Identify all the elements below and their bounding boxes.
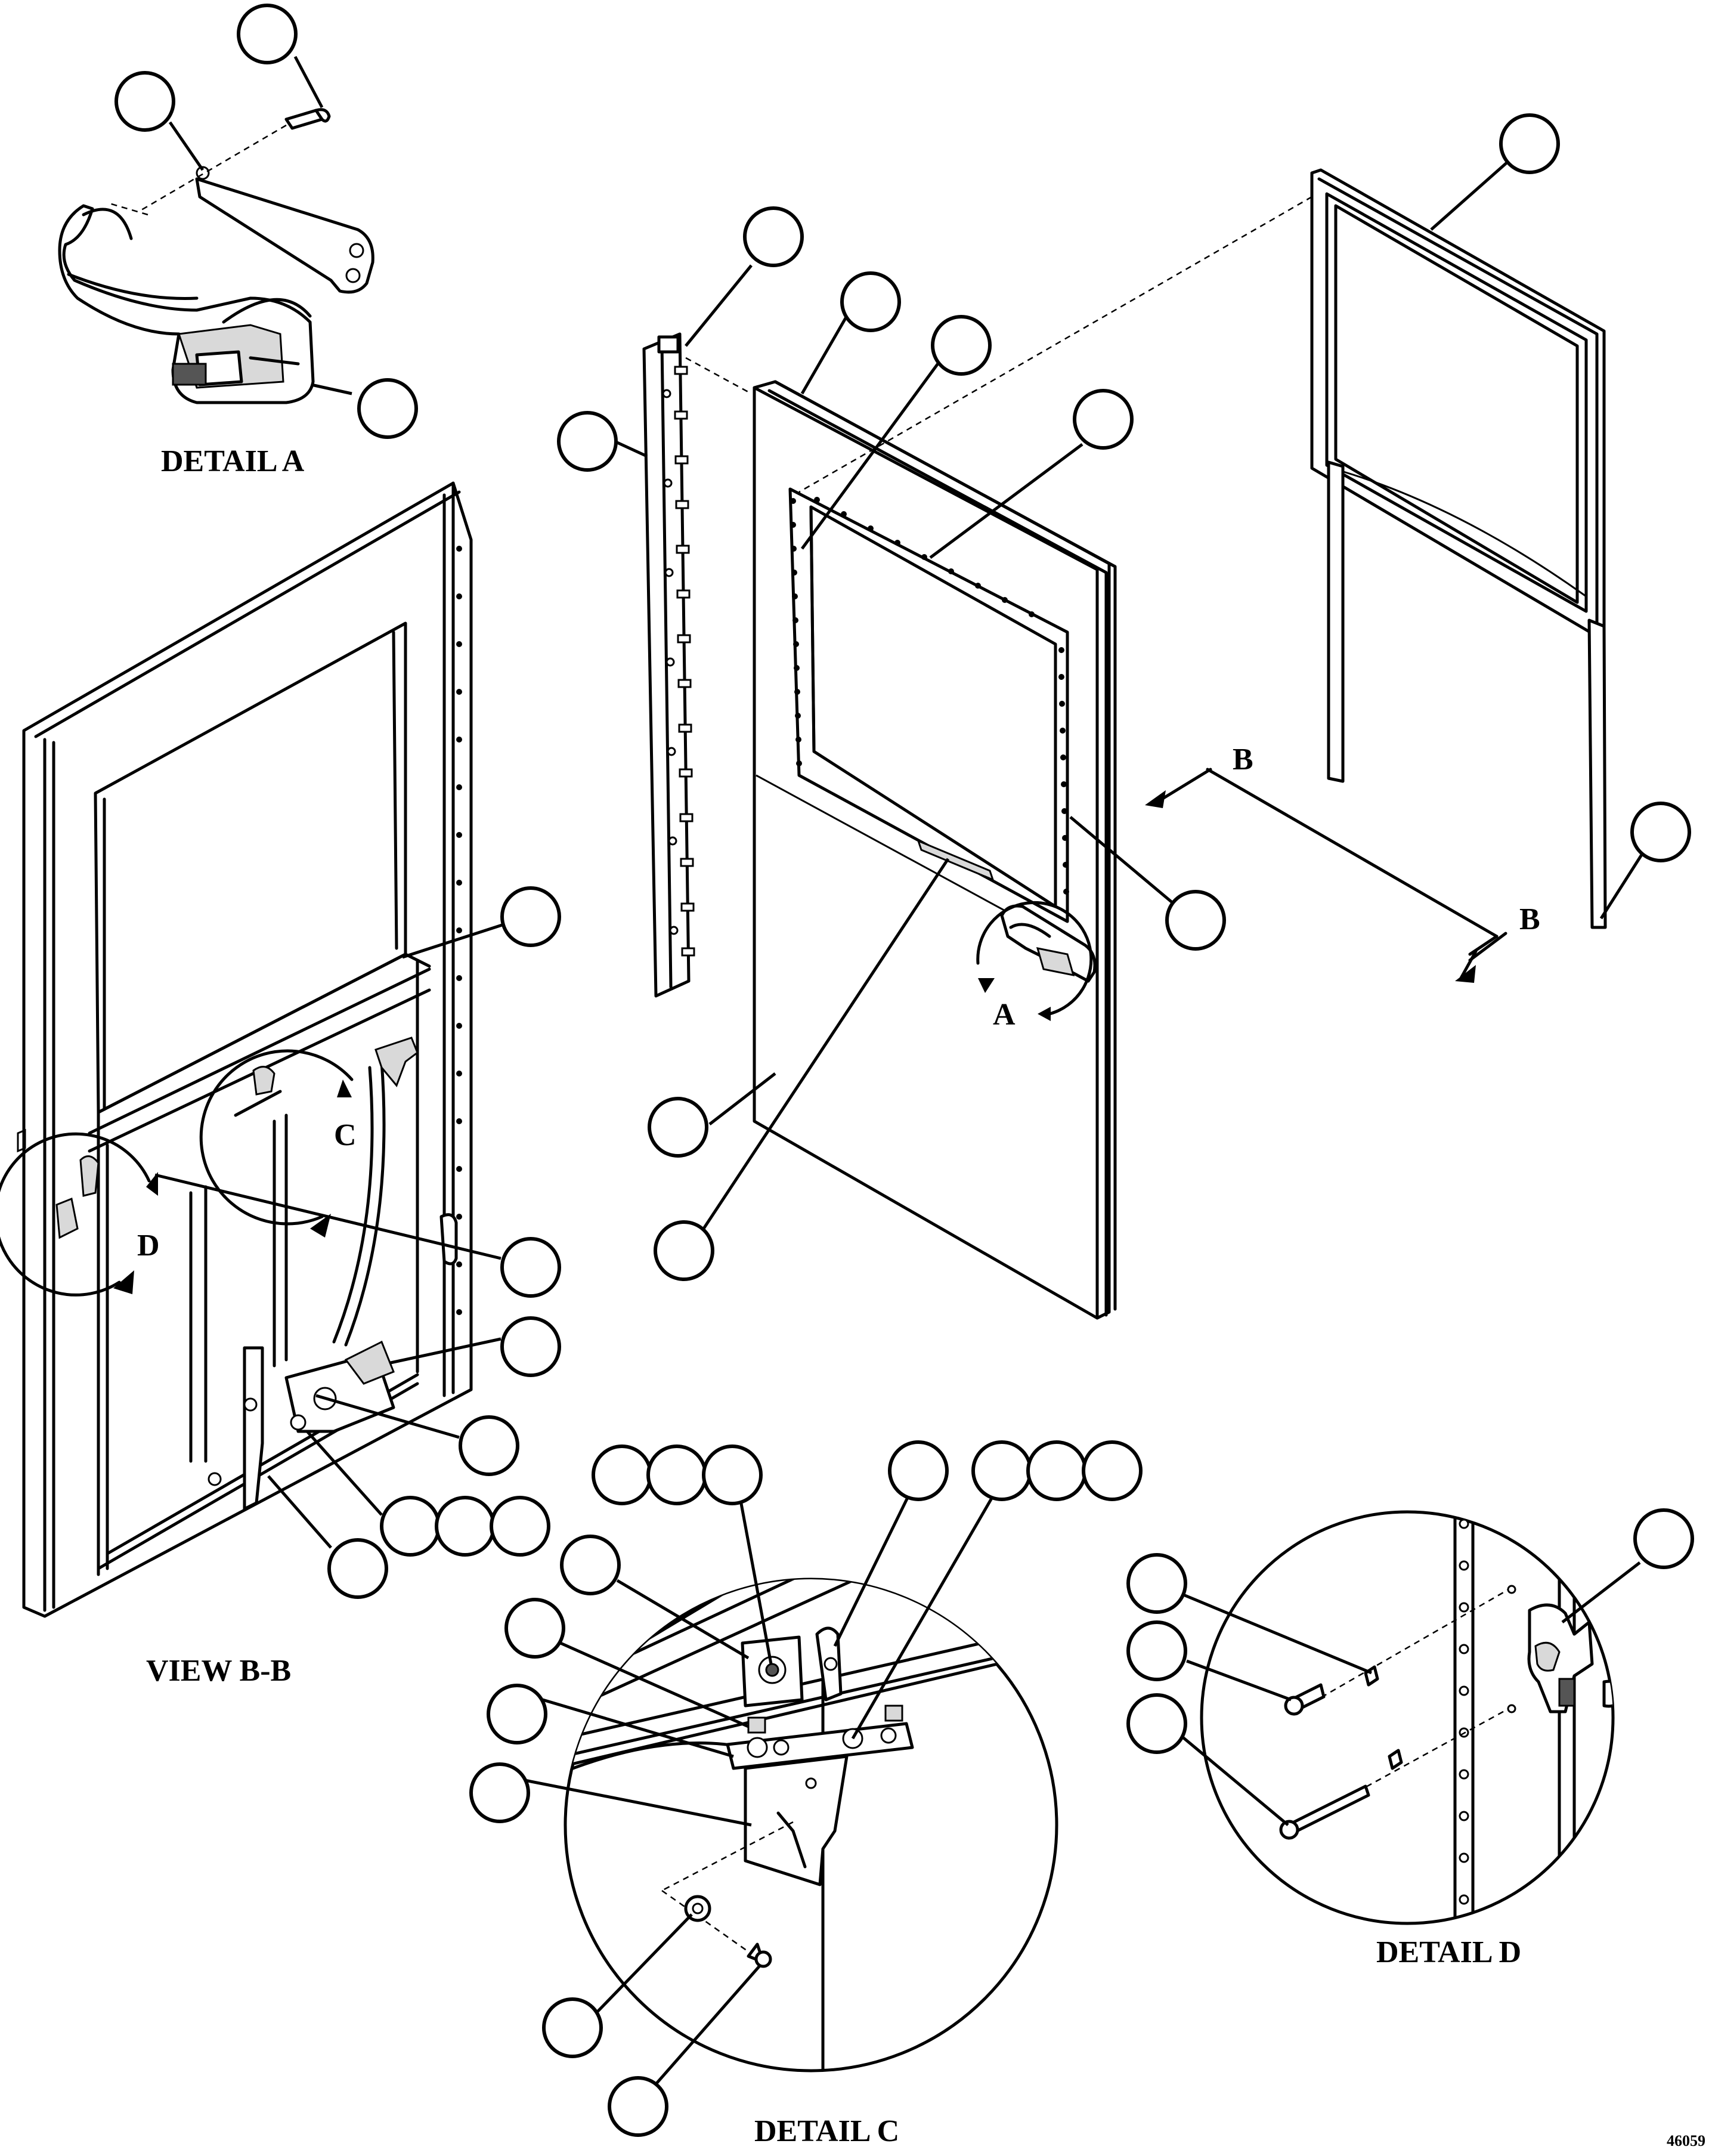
detail-d-group — [1200, 1510, 1615, 1925]
handle-lever — [195, 177, 374, 294]
balloon — [654, 1220, 714, 1281]
balloon — [1633, 1508, 1694, 1569]
detail-d-title: DETAIL D — [1376, 1935, 1521, 1969]
piano-hinge — [642, 332, 695, 998]
balloon — [500, 886, 561, 947]
view-bb-title: VIEW B-B — [146, 1654, 291, 1688]
balloon — [487, 1684, 547, 1744]
balloon — [469, 1762, 530, 1823]
balloon — [500, 1316, 561, 1377]
balloon — [557, 411, 618, 472]
balloon — [542, 1997, 603, 2058]
balloon — [888, 1440, 949, 1501]
detail-a-group — [58, 108, 374, 404]
callout-d: D — [137, 1229, 160, 1263]
balloon — [114, 71, 175, 132]
balloon — [931, 315, 992, 376]
balloon — [237, 4, 298, 64]
callout-a: A — [993, 998, 1016, 1032]
balloon — [1126, 1620, 1187, 1681]
detail-c-group — [564, 1577, 1058, 2073]
callout-b-bottom: B — [1519, 902, 1540, 936]
balloon — [357, 378, 418, 439]
balloon — [1165, 890, 1226, 951]
balloon — [1499, 113, 1560, 174]
balloon — [646, 1444, 707, 1505]
balloon — [743, 206, 804, 267]
balloon — [1073, 389, 1134, 450]
detail-a-title: DETAIL A — [161, 444, 305, 478]
balloon — [840, 271, 901, 332]
balloon — [560, 1535, 621, 1595]
balloon — [1630, 802, 1691, 862]
drawing-number: 46059 — [1667, 2132, 1705, 2149]
balloon — [648, 1097, 708, 1158]
detail-c-title: DETAIL C — [754, 2114, 899, 2148]
callout-c: C — [334, 1118, 357, 1152]
balloon — [608, 2076, 668, 2137]
balloon — [702, 1444, 763, 1505]
balloon — [380, 1496, 441, 1557]
balloon — [971, 1440, 1032, 1501]
window-frame — [1310, 168, 1607, 929]
balloon — [327, 1538, 388, 1599]
callout-b-top: B — [1233, 743, 1253, 777]
balloon — [1082, 1440, 1143, 1501]
balloon — [1126, 1693, 1187, 1754]
view-bb-door — [17, 481, 473, 1618]
balloon — [435, 1496, 496, 1557]
balloon — [504, 1598, 565, 1659]
balloon — [490, 1496, 550, 1557]
balloon — [1026, 1440, 1087, 1501]
balloon — [500, 1237, 561, 1298]
door-panel — [753, 380, 1117, 1320]
balloon — [592, 1444, 652, 1505]
balloon — [1126, 1553, 1187, 1614]
balloon — [459, 1415, 519, 1476]
